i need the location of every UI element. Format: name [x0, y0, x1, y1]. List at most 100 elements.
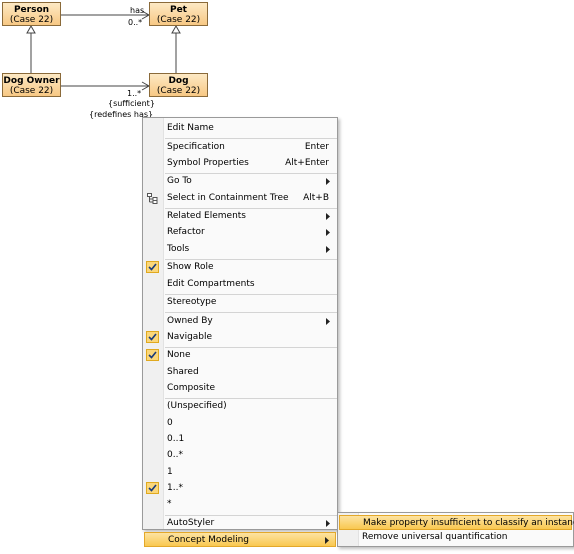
menu-item-label: Composite	[167, 382, 216, 393]
class-name: Dog Owner	[3, 76, 60, 86]
class-dog-owner[interactable]: Dog Owner (Case 22)	[2, 73, 61, 97]
generalization-dogowner-triangle	[26, 24, 36, 34]
menu-item-label: Shared	[167, 366, 199, 377]
submenu-arrow-icon	[326, 242, 331, 263]
menu-item-autostyler[interactable]: AutoStyler	[144, 516, 336, 531]
menu-separator	[165, 347, 337, 349]
menu-separator	[165, 173, 337, 175]
constraint-sufficient: {sufficient}	[108, 99, 155, 108]
concept-modeling-submenu: Make property insufficient to classify a…	[337, 512, 574, 547]
menu-icon-gutter	[143, 118, 164, 529]
menu-item-label: Edit Name	[167, 123, 214, 133]
menu-item-unspecified[interactable]: (Unspecified)	[144, 399, 336, 414]
menu-item-label: AutoStyler	[167, 517, 215, 528]
class-name: Pet	[169, 5, 187, 15]
class-case: (Case 22)	[9, 15, 54, 25]
menu-item-refactor[interactable]: Refactor	[144, 225, 336, 240]
checkmark-icon	[146, 330, 159, 343]
menu-separator	[165, 398, 337, 400]
menu-separator	[165, 259, 337, 260]
menu-item-edit-name[interactable]: Edit Name	[144, 121, 336, 136]
checkmark-icon	[146, 349, 159, 362]
menu-item-owned-by[interactable]: Owned By	[144, 314, 336, 329]
menu-item-1[interactable]: 1..*	[144, 481, 336, 496]
menu-item-go-to[interactable]: Go To	[144, 174, 336, 189]
class-name: Dog	[168, 76, 189, 86]
containment-tree-icon	[146, 192, 159, 205]
menu-separator	[165, 514, 337, 516]
menu-item-none[interactable]: None	[144, 348, 336, 363]
menu-item-label: 1	[167, 466, 173, 477]
checkmark-icon	[146, 261, 159, 274]
menu-item-label: 0..1	[167, 434, 185, 444]
submenu-arrow-icon	[326, 174, 331, 195]
menu-item-label: 1..*	[167, 482, 183, 493]
menu-item-stereotype[interactable]: Stereotype	[144, 295, 336, 310]
menu-item-concept-modeling[interactable]: Concept Modeling	[144, 532, 336, 547]
menu-item-label: Stereotype	[167, 297, 217, 307]
menu-item-label: (Unspecified)	[167, 401, 227, 412]
menu-item-label: Specification	[167, 141, 225, 152]
submenu-arrow-icon	[326, 516, 331, 537]
multiplicity-dog: 1..*	[127, 89, 142, 98]
menu-separator	[165, 293, 337, 295]
menu-item-shortcut: Alt+B	[303, 192, 329, 203]
class-person[interactable]: Person (Case 22)	[2, 2, 61, 26]
multiplicity-has: 0..*	[128, 18, 143, 27]
menu-item-item[interactable]: *	[144, 497, 336, 512]
role-label-has: has	[130, 6, 145, 15]
menu-separator	[165, 312, 337, 314]
class-case: (Case 22)	[156, 86, 201, 96]
menu-item-label: Remove universal quantification	[362, 532, 508, 542]
menu-item-edit-compartments[interactable]: Edit Compartments	[144, 277, 336, 292]
class-dog[interactable]: Dog (Case 22)	[149, 73, 208, 97]
menu-item-tools[interactable]: Tools	[144, 242, 336, 257]
menu-item-shortcut: Alt+Enter	[285, 157, 329, 168]
menu-item-0[interactable]: 0	[144, 416, 336, 431]
menu-item-label: 0..*	[167, 450, 183, 461]
menu-item-label: Concept Modeling	[168, 535, 250, 545]
menu-item-composite[interactable]: Composite	[144, 381, 336, 396]
menu-item-shared[interactable]: Shared	[144, 365, 336, 380]
menu-item-label: Symbol Properties	[167, 157, 249, 168]
class-case: (Case 22)	[156, 15, 201, 25]
submenu-arrow-icon	[325, 533, 330, 554]
menu-item-select-in-containment-tree[interactable]: Select in Containment Tree Alt+B	[144, 191, 336, 206]
menu-item-0-1[interactable]: 0..1	[144, 432, 336, 447]
menu-item-show-role[interactable]: Show Role	[144, 260, 336, 275]
menu-item-label: None	[167, 350, 191, 361]
class-case: (Case 22)	[9, 86, 54, 96]
menu-item-label: Go To	[167, 176, 192, 187]
menu-item-specification[interactable]: Specification Enter	[144, 140, 336, 155]
submenu-arrow-icon	[326, 209, 331, 230]
menu-item-symbol-properties[interactable]: Symbol Properties Alt+Enter	[144, 156, 336, 171]
menu-item-0[interactable]: 0..*	[144, 448, 336, 463]
menu-item-label: Related Elements	[167, 211, 246, 222]
menu-item-make-property-insufficient-to-classify-an-instance[interactable]: Make property insufficient to classify a…	[339, 515, 574, 530]
menu-item-label: 0	[167, 417, 173, 428]
class-name: Person	[13, 5, 50, 15]
menu-item-navigable[interactable]: Navigable	[144, 330, 336, 345]
submenu-arrow-icon	[326, 314, 331, 335]
menu-item-label: Select in Containment Tree	[167, 192, 289, 203]
menu-item-label: Tools	[167, 243, 190, 254]
menu-item-related-elements[interactable]: Related Elements	[144, 209, 336, 224]
generalization-dog-triangle	[171, 24, 181, 34]
menu-item-label: Show Role	[167, 262, 214, 273]
menu-item-label: Navigable	[167, 331, 213, 342]
menu-item-label: Refactor	[167, 227, 205, 238]
submenu-arrow-icon	[326, 225, 331, 246]
menu-item-remove-universal-quantification[interactable]: Remove universal quantification	[339, 530, 572, 545]
constraint-redefines: {redefines has}	[89, 110, 154, 119]
menu-item-label: Make property insufficient to classify a…	[363, 518, 574, 528]
menu-item-shortcut: Enter	[304, 141, 329, 152]
menu-separator	[165, 207, 337, 209]
menu-item-1[interactable]: 1	[144, 465, 336, 480]
class-pet[interactable]: Pet (Case 22)	[149, 2, 208, 26]
checkmark-icon	[146, 481, 159, 494]
menu-item-label: Edit Compartments	[167, 278, 255, 289]
menu-separator	[165, 138, 337, 140]
menu-item-label: Owned By	[167, 315, 213, 326]
